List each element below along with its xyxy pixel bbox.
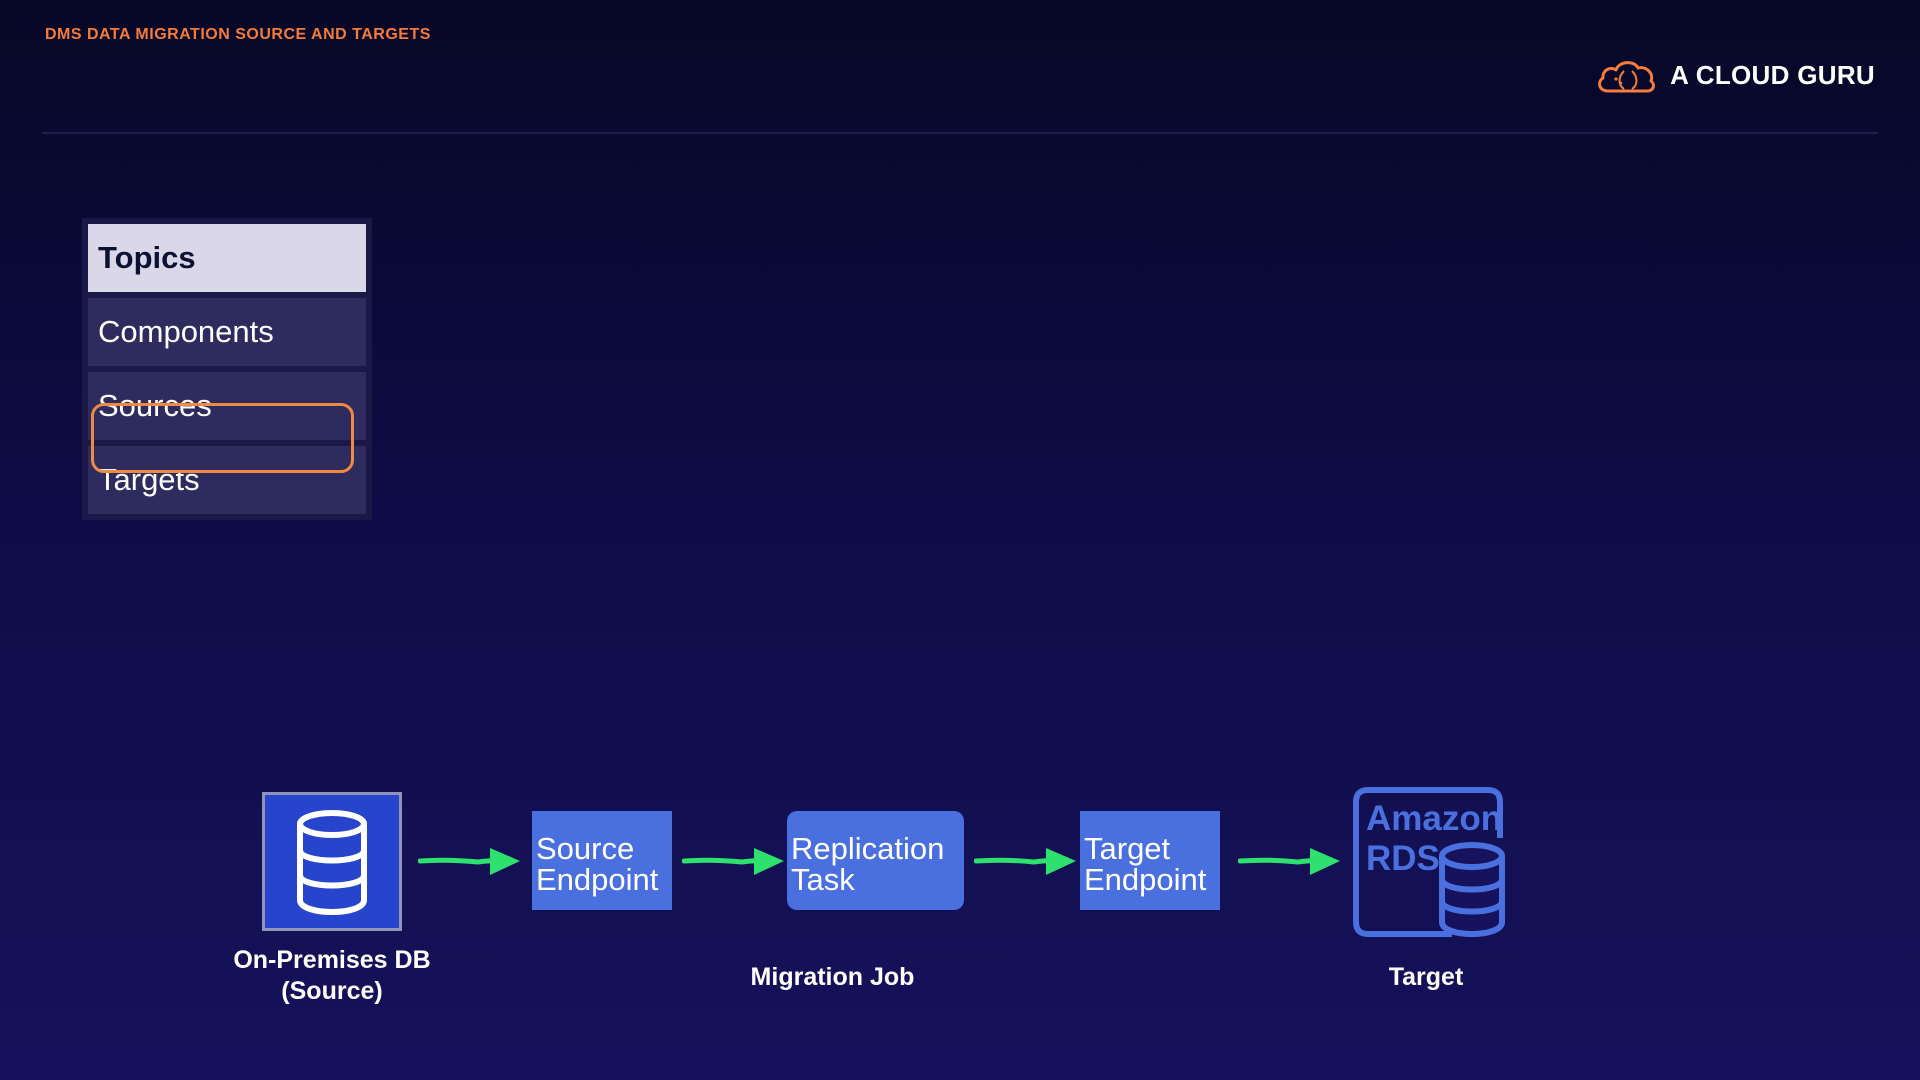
source-db-label: On-Premises DB (Source) bbox=[233, 946, 431, 1005]
cloud-logo-icon bbox=[1598, 61, 1656, 93]
target-label: Target bbox=[1388, 963, 1464, 991]
rds-amazon-text: Amazon bbox=[1366, 799, 1502, 838]
rds-text: RDS bbox=[1366, 839, 1440, 878]
topics-header: Topics bbox=[88, 224, 366, 292]
topic-highlight-box bbox=[91, 403, 354, 473]
brand-name: A CLOUD GURU bbox=[1670, 59, 1875, 90]
arrow-endpoint-to-task bbox=[682, 848, 784, 875]
brand-logo: A CLOUD GURU bbox=[1594, 52, 1875, 98]
migration-job-label: Migration Job bbox=[750, 963, 915, 991]
amazon-rds-icon: Amazon RDS bbox=[1353, 787, 1505, 937]
target-endpoint-node: Target Endpoint bbox=[1080, 811, 1220, 910]
header-divider bbox=[42, 132, 1878, 134]
topic-components: Components bbox=[88, 298, 366, 366]
topic-targets: Targets bbox=[88, 446, 366, 514]
topics-panel: Topics Components Sources Targets bbox=[82, 218, 372, 520]
replication-task-node: Replication Task bbox=[787, 811, 964, 910]
database-icon bbox=[297, 809, 367, 915]
arrow-task-to-target-endpoint bbox=[974, 848, 1076, 875]
slide-title: DMS DATA MIGRATION SOURCE AND TARGETS bbox=[45, 26, 431, 43]
source-db-box bbox=[262, 792, 402, 931]
arrow-endpoint-to-rds bbox=[1238, 848, 1340, 875]
source-endpoint-node: Source Endpoint bbox=[532, 811, 672, 910]
arrow-source-to-endpoint bbox=[418, 848, 520, 875]
